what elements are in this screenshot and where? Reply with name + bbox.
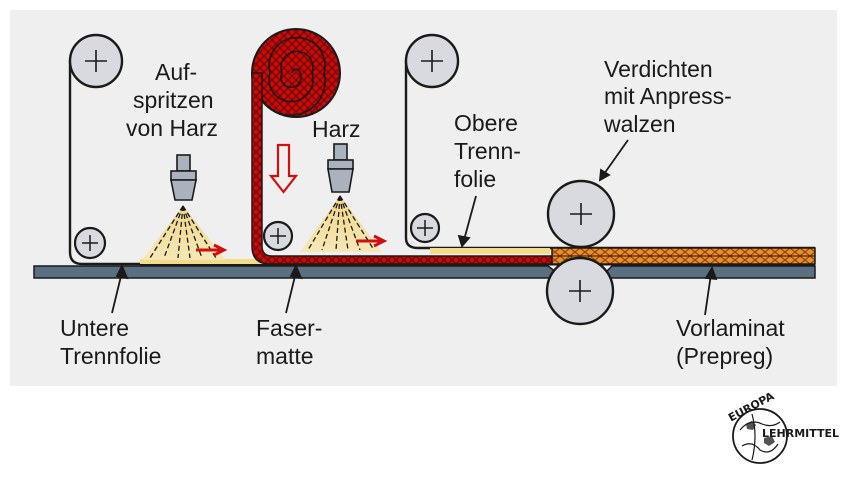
direction-arrow-2 [356, 234, 388, 248]
spray-nozzle-1 [170, 154, 197, 201]
fiber-mat-spool [251, 28, 341, 118]
upper-film-resin [430, 248, 550, 254]
label-verdichten-3: walzen [603, 111, 676, 137]
label-obere-1: Obere [454, 110, 518, 136]
label-aufspritzen-3: von Harz [126, 115, 218, 141]
press-roller-bottom [545, 256, 615, 326]
label-verdichten-2: mit Anpress- [604, 83, 732, 109]
logo-side-text: LEHRMITTEL [762, 427, 839, 440]
resin-spray-2 [300, 195, 382, 252]
resin-layer [140, 259, 270, 264]
label-vorlaminat-1: Vorlaminat [676, 315, 785, 341]
roller-left-top [68, 33, 124, 89]
feed-direction-arrow [268, 143, 299, 194]
conveyor-belt [33, 265, 816, 279]
label-untere-1: Untere [60, 315, 129, 341]
label-obere-2: Trenn- [454, 138, 521, 164]
leader-lines [111, 139, 718, 316]
guide-roller-left [73, 226, 107, 260]
spray-nozzle-2 [327, 143, 354, 193]
label-aufspritzen-2: spritzen [133, 87, 214, 113]
guide-roller-middle [262, 220, 294, 252]
label-faser-2: matte [256, 343, 314, 369]
europa-lehrmittel-logo: EUROPA LEHRMITTEL [726, 389, 839, 464]
upper-release-film [404, 60, 815, 250]
label-vorlaminat-2: (Prepreg) [676, 343, 773, 369]
label-verdichten-1: Verdichten [604, 56, 713, 82]
roller-right-top [404, 33, 460, 89]
label-obere-3: folie [454, 166, 496, 192]
label-untere-2: Trennfolie [60, 343, 161, 369]
guide-roller-right [409, 212, 441, 244]
label-faser-1: Faser- [256, 315, 322, 341]
direction-arrow-1 [196, 243, 228, 257]
lower-release-film [68, 60, 140, 266]
label-harz: Harz [312, 116, 361, 142]
label-aufspritzen-1: Auf- [155, 59, 197, 85]
press-roller-top [546, 179, 616, 249]
